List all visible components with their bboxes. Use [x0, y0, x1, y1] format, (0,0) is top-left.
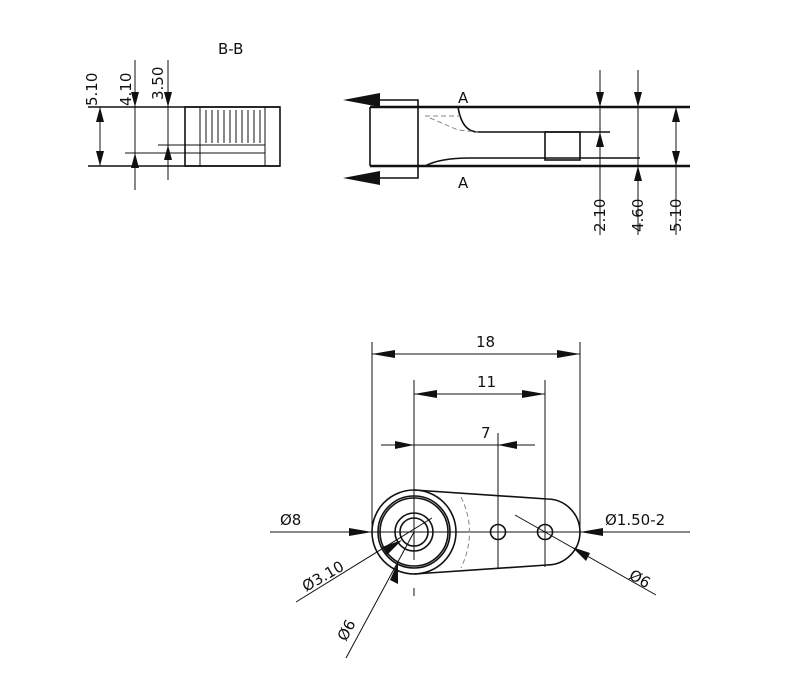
section-cut-frame	[380, 99, 419, 179]
section-view-b-b: B-B 5.10 4.10 3.50	[83, 40, 281, 190]
section-marker-bottom: A	[458, 174, 469, 192]
dim-label-4-60: 4.60	[629, 199, 647, 232]
dim-label-4-10: 4.10	[117, 73, 135, 106]
hatch-right	[264, 106, 281, 167]
arrowhead	[596, 92, 604, 107]
arrowhead	[349, 528, 372, 536]
dim-label-2-10: 2.10	[591, 199, 609, 232]
section-title: B-B	[218, 40, 243, 58]
arrowhead	[382, 540, 402, 555]
arrowhead	[390, 562, 398, 584]
dia-label-bore: Ø3.10	[299, 557, 347, 595]
side-inner-step	[457, 106, 610, 133]
arrowhead	[164, 92, 172, 107]
dim-label-5-10-side: 5.10	[667, 199, 685, 232]
section-body	[184, 106, 281, 167]
dia-label-arm-end: Ø6	[626, 566, 653, 592]
arrowhead	[572, 547, 590, 561]
section-arrow-top	[343, 93, 380, 107]
top-view: 18 11 7 Ø8 Ø1.50-2 Ø3.10 Ø6 Ø6	[270, 333, 690, 659]
hatch-left	[184, 106, 201, 167]
dim-label-3-50: 3.50	[149, 67, 167, 100]
section-arrow-bottom	[343, 171, 380, 185]
side-slot	[544, 131, 581, 161]
dim-label-11: 11	[477, 373, 496, 391]
side-inner-bottom	[424, 157, 640, 167]
arrowhead	[522, 390, 545, 398]
hatch-inner	[199, 144, 266, 154]
side-view: A A 2.10 4.60 5.10	[343, 70, 690, 235]
arrowhead	[634, 166, 642, 181]
dim-label-5-10: 5.10	[83, 73, 101, 106]
dia-label-holes: Ø1.50-2	[605, 511, 665, 529]
arrowhead	[580, 528, 603, 536]
dia-label-outer: Ø8	[280, 511, 301, 529]
arrowhead	[372, 350, 395, 358]
dim-label-7: 7	[481, 424, 491, 442]
arrowhead	[131, 153, 139, 168]
arrowhead	[395, 441, 414, 449]
arrowhead	[164, 145, 172, 160]
arrowhead	[557, 350, 580, 358]
arrowhead	[672, 151, 680, 166]
arrowhead	[96, 107, 104, 122]
arrowhead	[498, 441, 517, 449]
arrowhead	[96, 151, 104, 166]
dim-label-18: 18	[476, 333, 495, 351]
leader-bore	[295, 517, 433, 603]
arrowhead	[131, 92, 139, 107]
arrowhead	[414, 390, 437, 398]
leader-hub	[345, 531, 415, 659]
hidden-arc	[460, 496, 470, 569]
hidden-line	[425, 115, 479, 133]
arrowhead	[634, 92, 642, 107]
spline-teeth	[205, 110, 261, 143]
arrowhead	[672, 107, 680, 122]
section-marker-top: A	[458, 89, 469, 107]
arrowhead	[596, 132, 604, 147]
